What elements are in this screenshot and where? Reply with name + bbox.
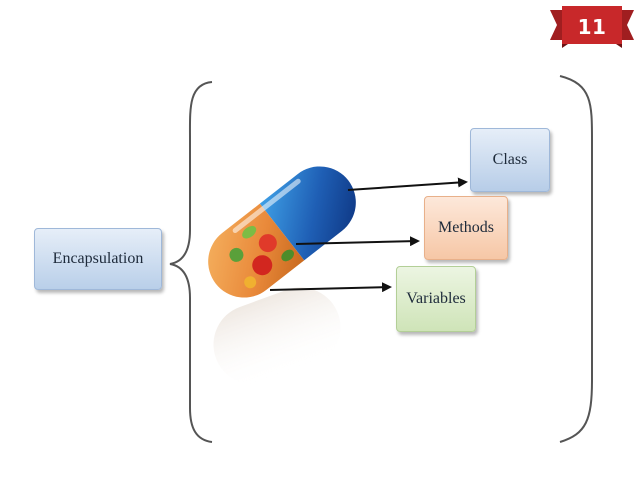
page-number-badge: 11 (550, 6, 634, 48)
capsule-reflection (213, 287, 341, 385)
left-curly-brace (169, 81, 213, 443)
arrow-to-variables (269, 282, 392, 293)
ribbon-banner-icon (550, 6, 634, 48)
variables-box: Variables (396, 266, 476, 332)
class-box: Class (470, 128, 550, 192)
right-bracket (559, 75, 593, 443)
arrow-to-class (347, 177, 468, 191)
page-number: 11 (577, 15, 607, 39)
methods-box: Methods (424, 196, 508, 260)
capsule-pill-icon (208, 166, 356, 298)
encapsulation-box: Encapsulation (34, 228, 162, 290)
arrow-to-methods (295, 236, 420, 247)
